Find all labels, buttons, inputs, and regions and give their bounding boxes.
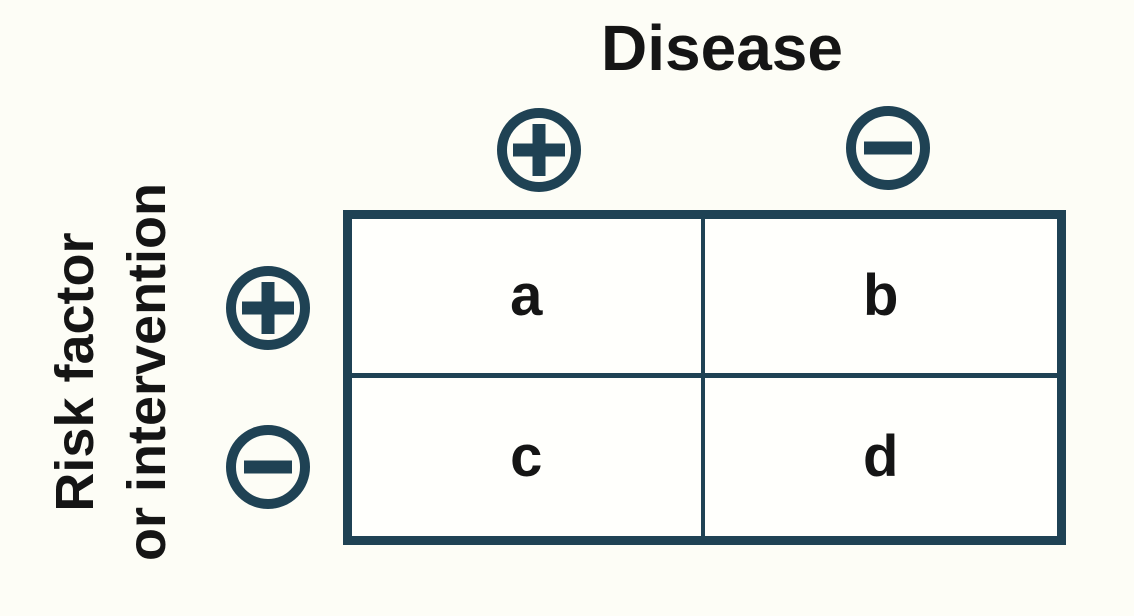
risk-factor-axis-title: Risk factor or intervention bbox=[40, 152, 190, 592]
risk-positive-plus-circle-icon bbox=[225, 265, 311, 351]
two-by-two-table: a b c d bbox=[343, 210, 1066, 545]
cell-b: b bbox=[704, 219, 1057, 378]
cell-d: d bbox=[863, 424, 899, 490]
risk-negative-minus-circle-icon bbox=[225, 424, 311, 510]
cell-a: a bbox=[352, 219, 705, 378]
disease-axis-title: Disease bbox=[601, 12, 843, 84]
risk-factor-axis-title-line1: Risk factor bbox=[45, 232, 105, 512]
disease-positive-plus-circle-icon bbox=[496, 107, 582, 193]
risk-factor-axis-title-line2: or intervention bbox=[116, 182, 177, 562]
cell-c: c bbox=[352, 377, 705, 536]
disease-negative-minus-circle-icon bbox=[845, 105, 931, 191]
